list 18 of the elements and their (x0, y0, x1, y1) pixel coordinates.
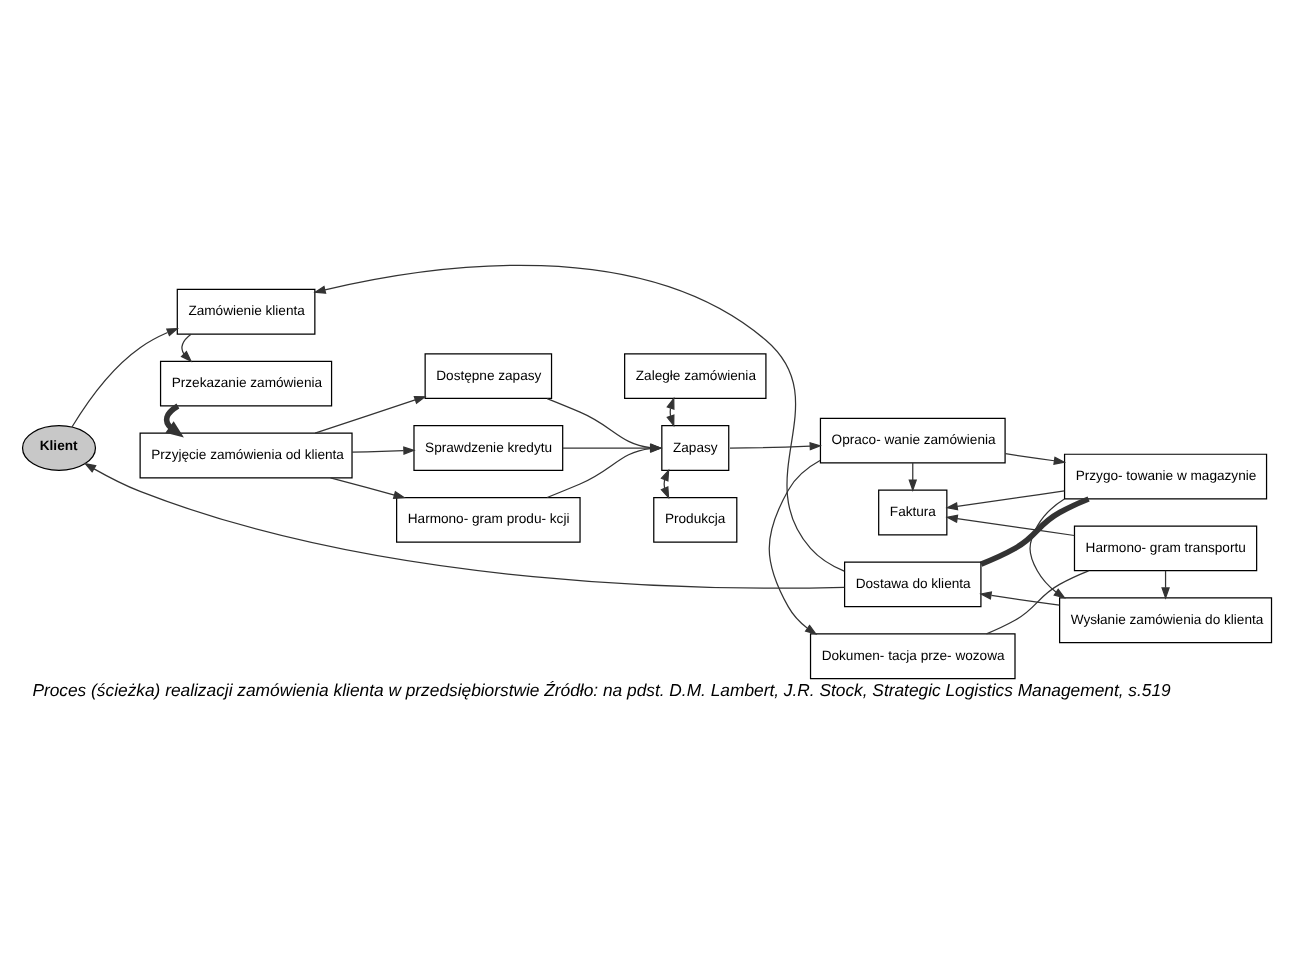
arrow (979, 591, 1060, 606)
arrow (71, 327, 180, 428)
arrow (768, 459, 821, 635)
arrow (729, 441, 822, 451)
arrow (314, 395, 427, 434)
arrow (329, 477, 406, 500)
arrow (163, 403, 184, 438)
caption: Proces (ścieżka) realizacji zamówienia klienta w przedsiębiorstwie Źródło: na pdst. D.M. Lambert, J.R. Stock, Strategic Logistics Management, s.519 (32, 680, 1171, 701)
arrow (180, 333, 193, 363)
connector (985, 570, 1090, 635)
connector (980, 496, 1090, 567)
arrow (945, 514, 1075, 537)
arrow (1029, 498, 1066, 599)
arrow (83, 462, 845, 589)
arrow (945, 490, 1065, 511)
arrow (1004, 453, 1067, 465)
arrow (313, 264, 845, 572)
arrow (351, 446, 416, 455)
